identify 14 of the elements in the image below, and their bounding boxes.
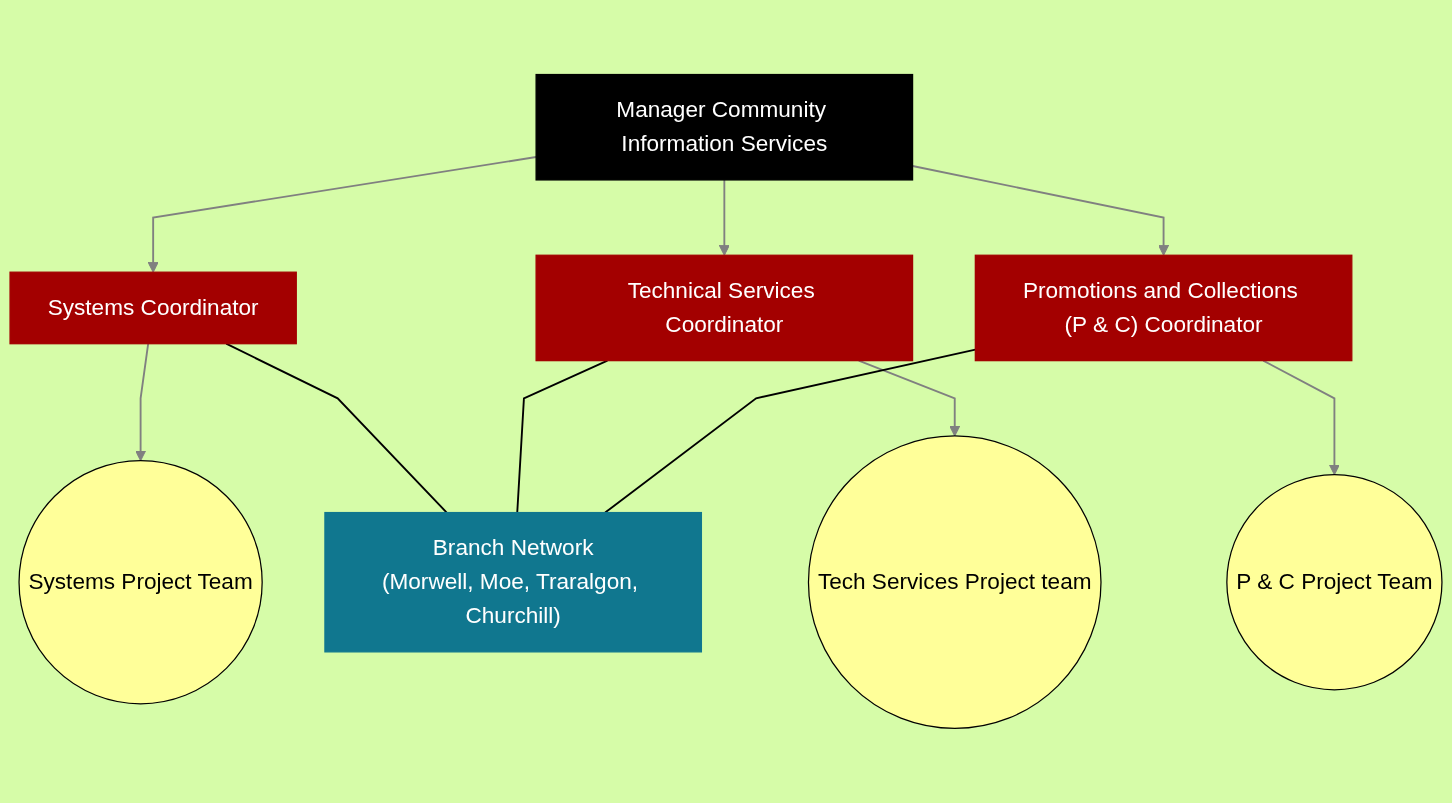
node-box: Technical Services Coordinator <box>535 254 914 362</box>
node-box: Manager Community Information Services <box>535 73 914 181</box>
arrow <box>135 342 150 462</box>
node-circle: P & C Project Team <box>1226 474 1443 691</box>
connector <box>516 359 609 514</box>
node-box: Promotions and Collections (P & C) Coordinator <box>974 254 1353 362</box>
node-circle: Tech Services Project team <box>807 435 1102 730</box>
node-box: Branch Network (Morwell, Moe, Traralgon, Churchill) <box>324 511 703 653</box>
arrow <box>718 179 730 256</box>
node-box: Systems Coordinator <box>9 271 297 345</box>
arrow <box>857 359 961 437</box>
node-circle: Systems Project Team <box>18 460 263 705</box>
arrow <box>1262 359 1340 476</box>
connector <box>225 342 448 514</box>
